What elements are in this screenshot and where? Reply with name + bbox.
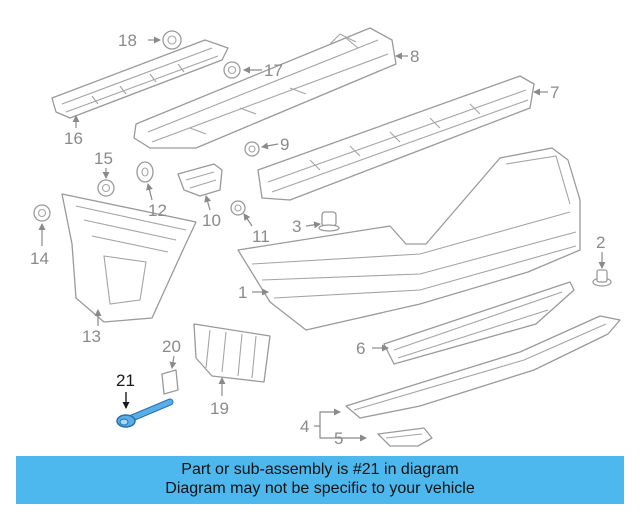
part-8-reinforcement-beam [133, 27, 397, 149]
callout-9: 9 [280, 135, 289, 154]
callout-20: 20 [162, 337, 181, 356]
callout-6: 6 [356, 339, 365, 358]
banner-line-2: Diagram may not be specific to your vehi… [165, 480, 475, 497]
part-11-clip [230, 200, 246, 216]
callout-21: 21 [116, 371, 135, 390]
part-12-clip [136, 161, 154, 183]
callout-3: 3 [292, 217, 301, 236]
part-19-grille-insert [193, 323, 271, 383]
callout-18: 18 [118, 31, 137, 50]
callout-12: 12 [148, 201, 167, 220]
callout-11: 11 [252, 227, 270, 246]
part-16-bracket [51, 39, 229, 119]
part-1-bumper-cover [237, 147, 581, 331]
part-3-clip [318, 211, 340, 232]
callout-2: 2 [596, 233, 605, 252]
part-2-clip [592, 269, 612, 287]
callout-14: 14 [30, 249, 49, 268]
part-17-clip [223, 61, 241, 79]
callout-17: 17 [264, 61, 283, 80]
callout-19: 19 [210, 399, 229, 418]
part-18-clip [162, 30, 182, 50]
part-5-trim [377, 427, 433, 447]
callout-7: 7 [550, 83, 559, 102]
part-7-energy-absorber [257, 75, 535, 201]
part-20-tab [161, 369, 179, 395]
callout-labels: 18 17 8 7 16 9 15 12 10 11 3 2 14 1 13 6… [30, 31, 605, 448]
callout-15: 15 [94, 149, 113, 168]
part-6-diffuser-trim [383, 281, 575, 365]
callout-13: 13 [82, 327, 101, 346]
part-10-bracket [177, 163, 223, 197]
callout-1: 1 [238, 283, 247, 302]
banner-line-1: Part or sub-assembly is #21 in diagram [181, 461, 459, 478]
callout-10: 10 [202, 211, 221, 230]
callout-4: 4 [300, 417, 309, 436]
part-13-side-bracket [61, 193, 197, 323]
part-21-bolt [116, 398, 174, 428]
part-9-clip [244, 141, 260, 157]
part-15-clip [97, 179, 115, 197]
callout-8: 8 [410, 47, 419, 66]
callout-16: 16 [64, 129, 83, 148]
callout-5: 5 [334, 429, 343, 448]
part-14-clip [33, 204, 51, 222]
part-4-lower-valance [345, 315, 621, 419]
leader-lines [38, 36, 606, 442]
info-banner: Part or sub-assembly is #21 in diagram D… [16, 456, 624, 504]
